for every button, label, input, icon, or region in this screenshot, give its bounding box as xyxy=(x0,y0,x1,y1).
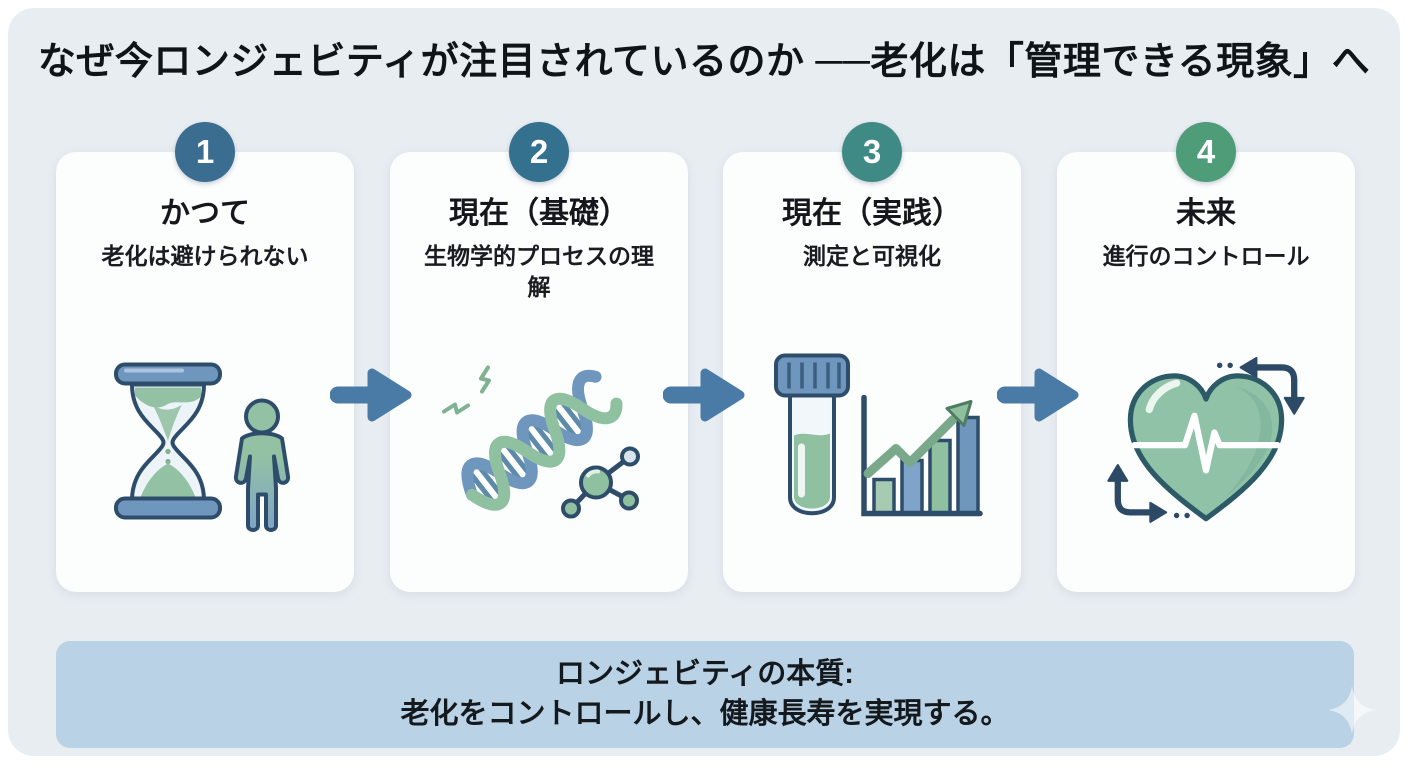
step-title: かつて xyxy=(160,197,250,230)
step-number-badge: 4 xyxy=(1176,122,1236,182)
step-number-badge: 2 xyxy=(509,122,569,182)
step-number-badge: 3 xyxy=(842,122,902,182)
hourglass-person-icon xyxy=(114,362,291,532)
summary-line-2: 老化をコントロールし、健康長寿を実現する。 xyxy=(400,698,1010,730)
heart-pulse-arrows-icon xyxy=(1107,356,1305,523)
step-subtitle: 老化は避けられない xyxy=(101,243,309,269)
step-subtitle: 測定と可視化 xyxy=(803,243,941,269)
flow-arrow-icon xyxy=(997,368,1079,422)
step-card-1: 1 かつて 老化は避けられない xyxy=(56,122,354,592)
testtube-chart-icon xyxy=(774,353,983,516)
summary-banner: ロンジェビティの本質: 老化をコントロールし、健康長寿を実現する。 xyxy=(56,641,1354,748)
flow-arrow-icon xyxy=(330,368,412,422)
step-subtitle: 生物学的プロセスの理解 xyxy=(424,243,654,300)
step-title: 未来 xyxy=(1176,197,1236,230)
step-card-3: 3 現在（実践） 測定と可視化 xyxy=(723,122,1021,592)
step-number-badge: 1 xyxy=(175,122,235,182)
summary-line-1: ロンジェビティの本質: xyxy=(556,658,854,690)
page-title: なぜ今ロンジェビティが注目されているのか ──老化は「管理できる現象」へ xyxy=(37,41,1371,83)
step-title: 現在（実践） xyxy=(782,197,962,230)
step-title: 現在（基礎） xyxy=(449,197,629,230)
step-subtitle: 進行のコントロール xyxy=(1102,243,1310,269)
step-card-2: 2 現在（基礎） 生物学的プロセスの理解 xyxy=(390,122,688,592)
flow-arrow-icon xyxy=(663,368,745,422)
dna-molecule-icon xyxy=(442,365,640,518)
sparkle-icon xyxy=(1328,686,1376,734)
step-card-4: 4 未来 進行のコントロール xyxy=(1057,122,1355,592)
